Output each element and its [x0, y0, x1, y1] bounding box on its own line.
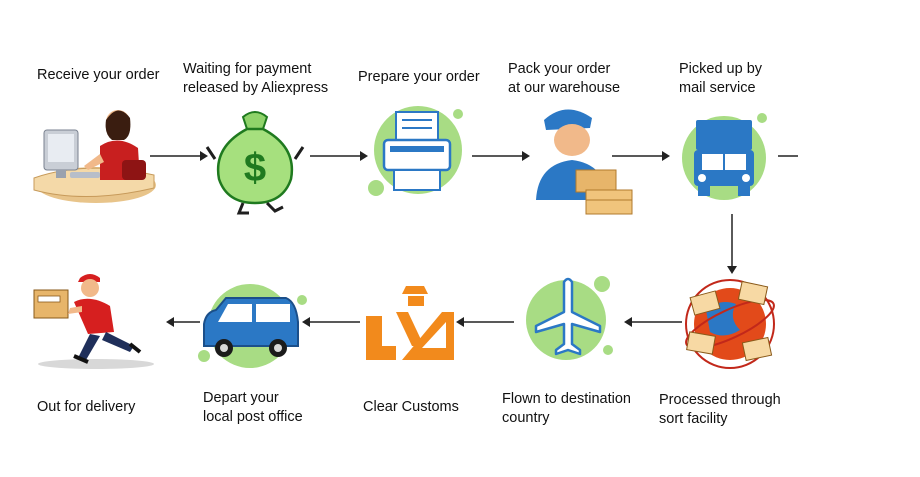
arrow-1-to-2: [150, 151, 208, 161]
printer-icon: [366, 98, 466, 208]
step-3-label-line-1: Prepare your order: [358, 69, 480, 85]
step-5-label-line-2: mail service: [679, 80, 756, 96]
arrow-9-to-10: [166, 317, 200, 327]
arrow-2-to-3: [310, 151, 368, 161]
step-2-label: Waiting for payment released by Aliexpre…: [183, 60, 328, 98]
truck-icon: [680, 106, 770, 210]
arrow-5-to-6: [727, 214, 737, 274]
step-7-label-line-1: Flown to destination: [502, 391, 631, 407]
step-7-label: Flown to destination country: [502, 390, 631, 428]
step-8-label-line-1: Clear Customs: [363, 399, 459, 415]
warehouse-worker-icon: [530, 100, 640, 220]
globe-mail-icon: [680, 274, 780, 374]
step-4-label-line-2: at our warehouse: [508, 80, 621, 96]
step-9-label: Depart your local post office: [203, 389, 303, 427]
step-2-label-line-1: Waiting for payment: [183, 61, 312, 77]
airplane-icon: [518, 268, 618, 368]
step-4-label-line-1: Pack your order: [508, 61, 611, 77]
step-1-label-line-1: Receive your order: [37, 67, 160, 83]
arrow-4-to-5: [612, 151, 670, 161]
step-3-label: Prepare your order: [358, 68, 480, 87]
step-9-label-line-2: local post office: [203, 409, 303, 425]
customer-at-computer-icon: [26, 100, 156, 215]
svg-text:$: $: [244, 146, 266, 190]
arrow-stub-right: [778, 155, 798, 157]
step-4-label: Pack your order at our warehouse: [508, 60, 620, 98]
customs-officer-icon: [362, 282, 458, 366]
money-bag-icon: $: [205, 107, 305, 215]
step-5-label-line-1: Picked up by: [679, 61, 763, 77]
step-10-label-line-1: Out for delivery: [37, 399, 136, 415]
step-9-label-line-1: Depart your: [203, 390, 279, 406]
arrow-7-to-8: [456, 317, 514, 327]
step-6-label: Processed through sort facility: [659, 391, 781, 429]
step-1-label: Receive your order: [37, 66, 160, 85]
arrow-6-to-7: [624, 317, 682, 327]
step-8-label: Clear Customs: [363, 398, 459, 417]
step-7-label-line-2: country: [502, 410, 550, 426]
courier-running-icon: [30, 272, 160, 372]
arrow-8-to-9: [302, 317, 360, 327]
van-icon: [196, 282, 308, 372]
step-10-label: Out for delivery: [37, 398, 135, 417]
step-2-label-line-2: released by Aliexpress: [183, 80, 329, 96]
arrow-3-to-4: [472, 151, 530, 161]
step-6-label-line-2: sort facility: [659, 411, 728, 427]
step-5-label: Picked up by mail service: [679, 60, 762, 98]
step-6-label-line-1: Processed through: [659, 392, 781, 408]
